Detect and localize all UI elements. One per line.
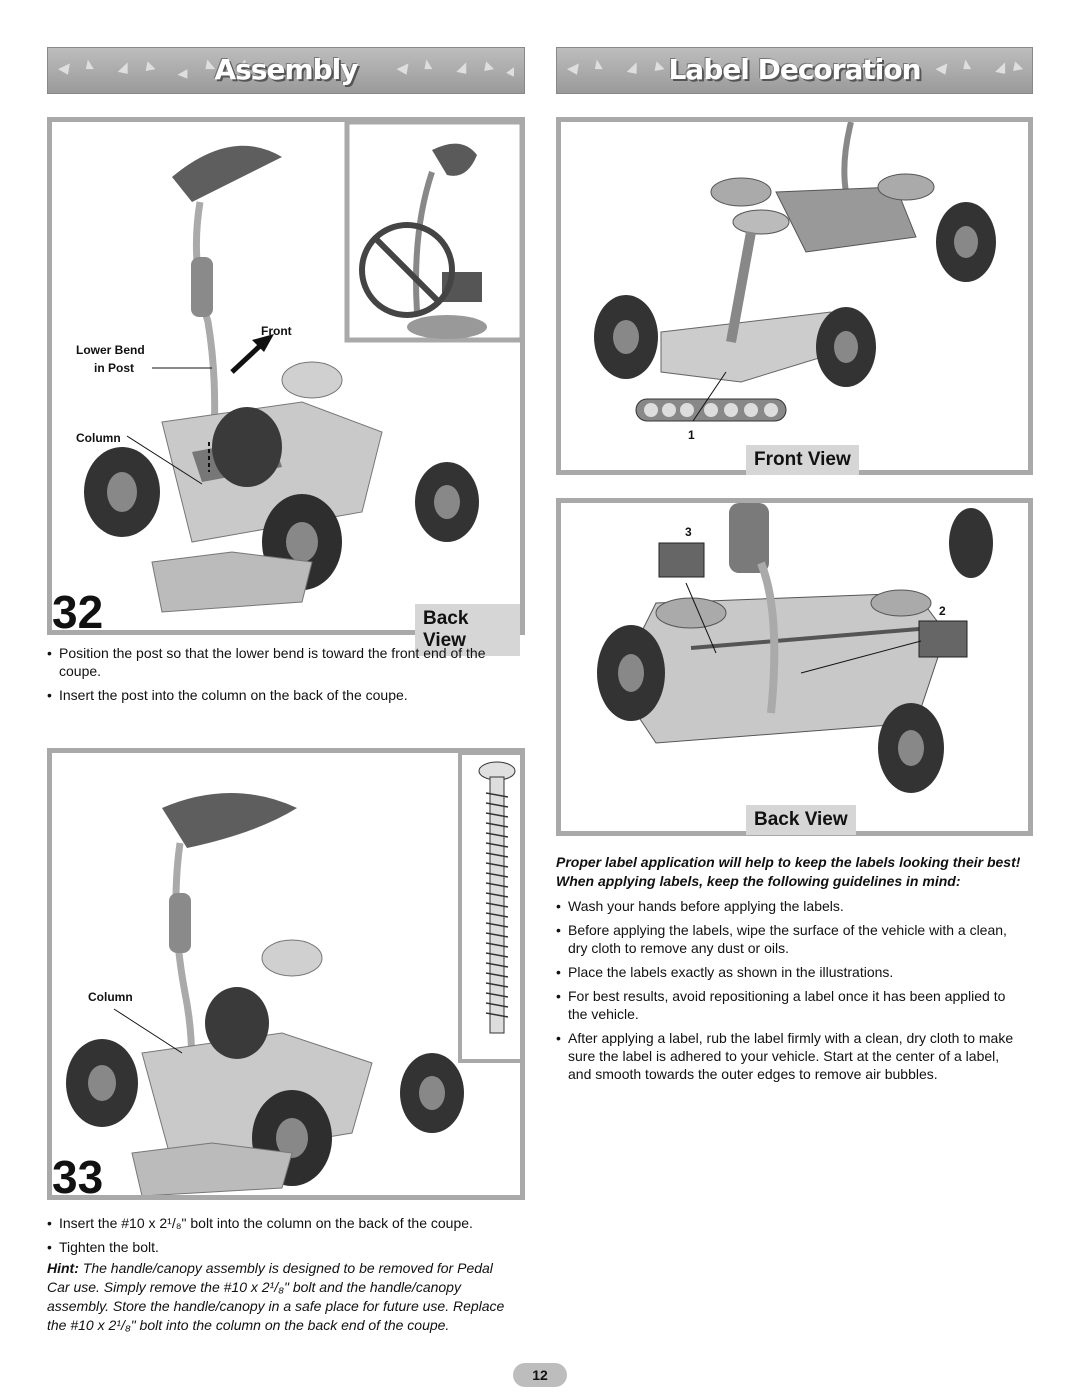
guideline-item: After applying a label, rub the label fi… [556,1029,1016,1083]
instruction-item: Position the post so that the lower bend… [47,644,507,680]
label-decoration-title: Label Decoration [668,53,921,86]
label-3-number: 3 [685,525,692,539]
guideline-item: Wash your hands before applying the labe… [556,897,1016,915]
step-33-instructions: Insert the #10 x 2¹/₈" bolt into the col… [47,1214,517,1262]
guideline-item: For best results, avoid repositioning a … [556,987,1016,1023]
hint-label: Hint: [47,1260,79,1276]
front-view-label: Front View [746,445,859,475]
page-number: 12 [513,1363,567,1387]
column-callout: Column [76,431,121,445]
lower-bend-callout-line2: in Post [94,361,135,375]
label-decoration-banner: Label Decoration [556,47,1033,94]
label-1-number: 1 [688,428,695,442]
step-32-panel: Front Lower Bend in Post Column 32 Back … [47,117,525,656]
instruction-item: Insert the post into the column on the b… [47,686,507,704]
back-view-illustration [597,503,993,793]
hint-paragraph: Hint: The handle/canopy assembly is desi… [47,1259,517,1335]
banner-pattern [57,59,515,79]
assembly-title: Assembly [214,53,358,86]
guidelines-list: Wash your hands before applying the labe… [556,897,1016,1089]
instruction-item: Insert the #10 x 2¹/₈" bolt into the col… [47,1214,517,1232]
front-callout: Front [261,324,292,338]
hint-text: The handle/canopy assembly is designed t… [47,1260,505,1333]
step-32-illustration [84,122,520,613]
back-view-label: Back View [746,805,856,835]
step-32-instructions: Position the post so that the lower bend… [47,644,507,710]
instruction-item: Tighten the bolt. [47,1238,517,1256]
column-callout: Column [88,990,133,1004]
guidelines-intro: Proper label application will help to ke… [556,854,1021,889]
back-view-panel: 3 2 Back View [556,498,1033,836]
front-view-panel: 1 Front View [556,117,1033,475]
label-2-number: 2 [939,604,946,618]
step-number: 32 [52,586,104,638]
front-view-illustration [594,122,996,422]
lower-bend-callout-line1: Lower Bend [76,343,145,357]
step-33-illustration [66,753,520,1195]
assembly-banner: Assembly [47,47,525,94]
step-number: 33 [52,1151,104,1203]
guideline-item: Place the labels exactly as shown in the… [556,963,1016,981]
step-33-panel: Column 33 [47,748,525,1203]
banner-pattern [566,59,1024,75]
guideline-item: Before applying the labels, wipe the sur… [556,921,1016,957]
